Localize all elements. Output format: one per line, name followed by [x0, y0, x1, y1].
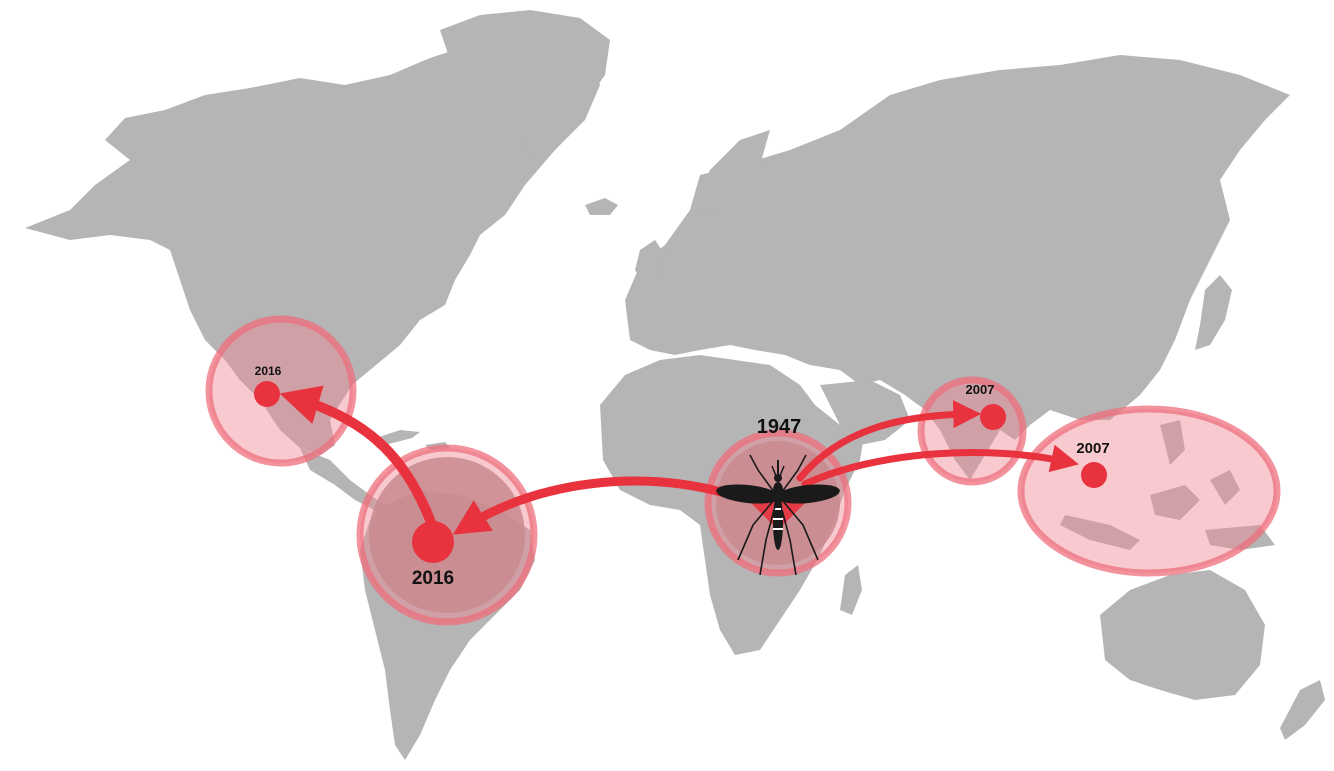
british-isles-landmass [635, 240, 665, 285]
australia-landmass [1100, 570, 1265, 700]
location-markers [254, 381, 1107, 563]
year-label-southeast-asia: 2007 [1076, 440, 1109, 457]
japan-landmass [1195, 275, 1232, 350]
year-label-origin: 1947 [757, 416, 802, 438]
caribbean-islands [370, 430, 450, 450]
mosquito-icon [716, 454, 840, 576]
scandinavia-landmass [690, 130, 770, 215]
marker-india [980, 404, 1006, 430]
north-america-landmass [25, 25, 600, 455]
zone-southeast-asia [1017, 405, 1281, 577]
eurasia-landmass [625, 55, 1290, 480]
marker-mexico [254, 381, 280, 407]
year-labels: 2016 2016 1947 2007 2007 [255, 364, 1110, 589]
iceland-landmass [585, 198, 618, 215]
central-america-landmass [300, 448, 385, 512]
marker-southeast-asia [1081, 462, 1107, 488]
route-south-america-to-mexico [279, 385, 441, 541]
greenland-landmass [440, 10, 610, 160]
zone-mexico [205, 315, 357, 467]
arabia-landmass [820, 380, 910, 445]
route-africa-to-india [796, 400, 982, 482]
route-africa-to-south-america [452, 476, 730, 535]
route-africa-to-southeast-asia [801, 444, 1079, 488]
year-label-south-america: 2016 [412, 568, 454, 589]
marker-south-america [412, 521, 454, 563]
madagascar-landmass [840, 565, 862, 615]
year-label-india: 2007 [966, 382, 995, 397]
year-label-mexico: 2016 [255, 364, 282, 378]
spread-routes [279, 385, 1079, 541]
new-zealand-landmass [1280, 680, 1325, 740]
